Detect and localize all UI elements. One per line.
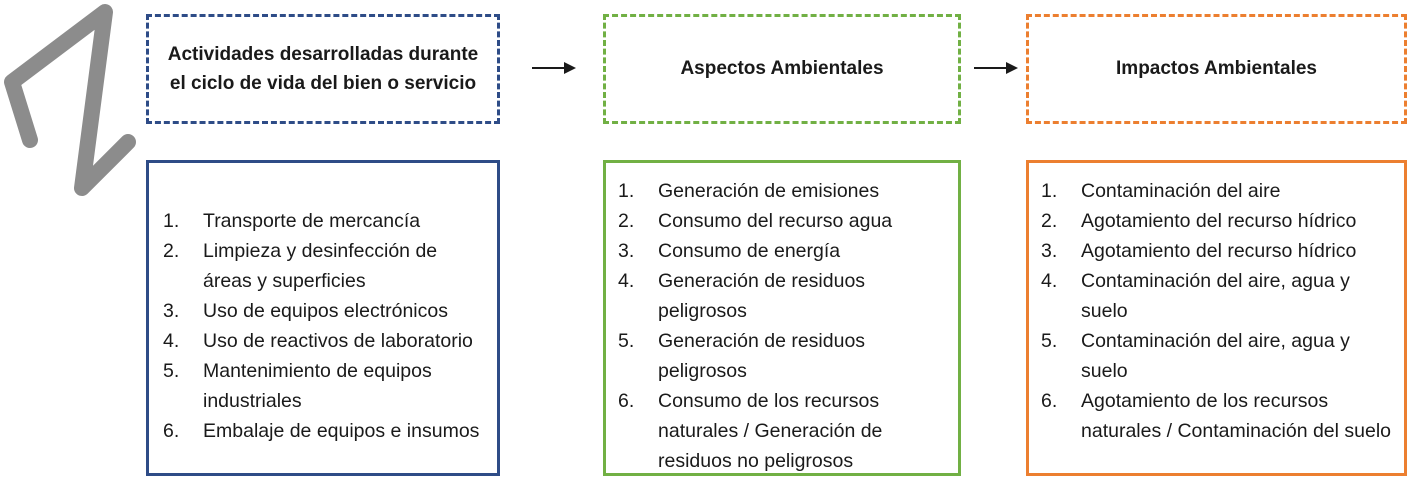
list-item-text: Contaminación del aire, agua y suelo [1081,330,1350,382]
list-impactos: 1. Contaminación del aire 2. Agotamiento d… [1026,160,1407,476]
list-item-text: Embalaje de equipos e insumos [203,420,480,442]
list-item: 2. Agotamiento del recurso hídrico [1041,206,1394,236]
list-item-text: Contaminación del aire [1081,180,1281,202]
list-item: 5. Contaminación del aire, agua y suelo [1041,326,1394,386]
header-impactos-title: Impactos Ambientales [1116,58,1317,80]
list-item: 5. Generación de residuos peligrosos [618,326,950,386]
list-item: 5. Mantenimiento de equipos industriales [163,356,489,416]
list-item: 3. Agotamiento del recurso hídrico [1041,236,1394,266]
list-item: 2. Consumo del recurso agua [618,206,950,236]
list-item-number: 5. [1041,330,1058,352]
list-item-number: 4. [618,270,635,292]
list-item-text: Agotamiento del recurso hídrico [1081,240,1357,262]
list-item-number: 1. [1041,180,1058,202]
list-actividades: 1. Transporte de mercancía 2. Limpieza y d… [146,160,500,476]
list-item-number: 1. [163,210,180,232]
header-actividades-line-1: Actividades desarrolladas durante [167,43,479,65]
header-impactos: Impactos Ambientales [1026,14,1407,124]
zigzag-decoration-icon [4,4,136,196]
list-item-number: 2. [163,240,180,262]
list-item-text: Mantenimiento de equipos industriales [203,360,432,412]
list-item-number: 6. [1041,390,1058,412]
list-item: 1. Transporte de mercancía [163,206,489,236]
list-item-text: Agotamiento de los recursos naturales / … [1081,390,1392,442]
list-item: 3. Consumo de energía [618,236,950,266]
arrow-right-icon [974,62,1018,74]
list-item-number: 3. [163,300,180,322]
list-item-text: Contaminación del aire, agua y suelo [1081,270,1350,322]
list-item-text: Limpieza y desinfección de áreas y super… [203,240,438,292]
list-item-text: Generación de emisiones [658,180,880,202]
list-item-number: 5. [618,330,635,352]
list-item-text: Generación de residuos peligrosos [658,330,866,382]
list-item-number: 2. [1041,210,1058,232]
list-item: 6. Agotamiento de los recursos naturales … [1041,386,1394,446]
list-item-text: Uso de equipos electrónicos [203,300,448,322]
list-item-number: 6. [618,390,635,412]
header-actividades-line-2: el ciclo de vida del bien o servicio [169,73,477,94]
list-item-number: 3. [618,240,635,262]
header-aspectos: Aspectos Ambientales [603,14,961,124]
list-item-text: Agotamiento del recurso hídrico [1081,210,1357,232]
list-item: 2. Limpieza y desinfección de áreas y sup… [163,236,489,296]
list-item: 6. Consumo de los recursos naturales / Ge… [618,386,950,476]
list-item: 4. Contaminación del aire, agua y suelo [1041,266,1394,326]
header-aspectos-title: Aspectos Ambientales [680,58,884,80]
list-item-text: Consumo del recurso agua [658,210,893,232]
list-item: 1. Contaminación del aire [1041,176,1394,206]
list-item-text: Consumo de energía [658,240,841,262]
list-item: 1. Generación de emisiones [618,176,950,206]
list-item-number: 3. [1041,240,1058,262]
list-item: 3. Uso de equipos electrónicos [163,296,489,326]
list-item: 4. Uso de reactivos de laboratorio [163,326,489,356]
list-item: 6. Embalaje de equipos e insumos [163,416,489,446]
list-item: 4. Generación de residuos peligrosos [618,266,950,326]
list-item-number: 5. [163,360,180,382]
list-item-text: Transporte de mercancía [203,210,421,232]
list-item-number: 2. [618,210,635,232]
list-aspectos: 1. Generación de emisiones 2. Consumo del … [603,160,961,476]
list-item-text: Uso de reactivos de laboratorio [203,330,473,352]
header-actividades: Actividades desarrolladas durante el cic… [146,14,500,124]
list-item-text: Generación de residuos peligrosos [658,270,866,322]
list-item-number: 4. [163,330,180,352]
arrow-right-icon [532,62,576,74]
list-item-number: 6. [163,420,180,442]
list-item-number: 1. [618,180,635,202]
list-item-number: 4. [1041,270,1058,292]
list-item-text: Consumo de los recursos naturales / Gene… [658,390,883,472]
